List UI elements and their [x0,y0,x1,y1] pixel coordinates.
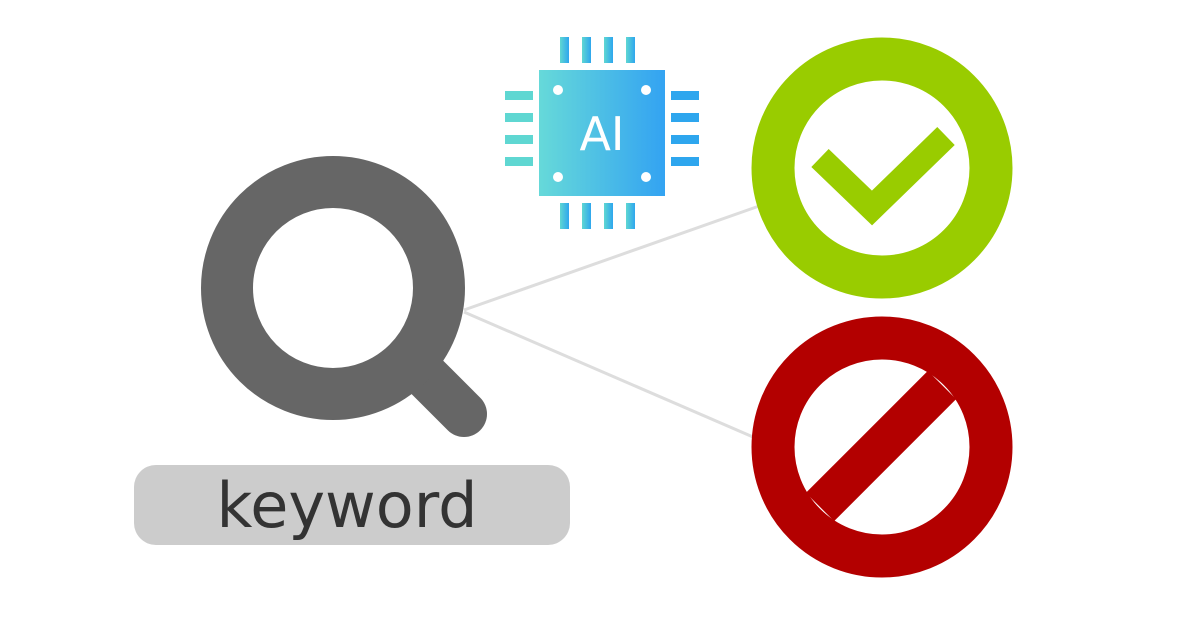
keyword-label: keyword [217,469,478,542]
checkmark [811,127,955,226]
ai-chip-icon: AI [505,37,699,229]
chip-pins-right [671,91,699,166]
chip-corner-dots [553,85,651,182]
magnifier-icon [201,156,487,437]
connector-to-accepted [463,203,763,312]
checkmark-circle-icon [751,37,1013,299]
ai-label: AI [579,107,624,161]
connector-to-rejected [463,310,761,442]
connector-lines [463,203,763,442]
prohibited-slash [805,370,957,522]
chip-pins-top [560,37,635,63]
chip-pins-bottom [560,203,635,229]
prohibited-circle-icon [751,316,1013,578]
keyword-pill: keyword [134,465,570,545]
chip-pins-left [505,91,533,166]
